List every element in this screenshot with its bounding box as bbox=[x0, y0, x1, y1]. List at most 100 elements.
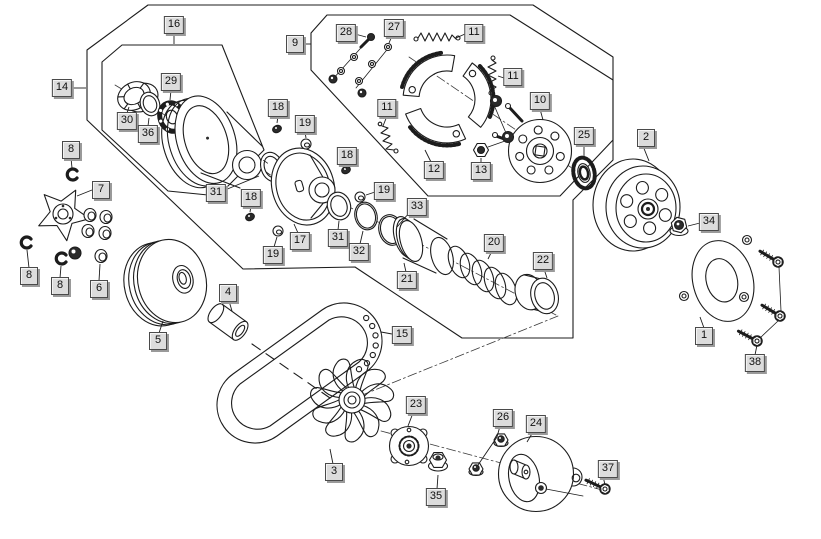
callout-6[interactable]: 6 bbox=[90, 280, 108, 298]
callout-10[interactable]: 10 bbox=[529, 92, 551, 110]
callout-11a[interactable]: 11 bbox=[377, 99, 397, 117]
part-16-crank-hub bbox=[161, 95, 263, 189]
leader-38 bbox=[754, 344, 758, 356]
callout-21[interactable]: 21 bbox=[396, 271, 418, 289]
leader-31a bbox=[224, 175, 260, 191]
part-5-drive-face bbox=[123, 238, 208, 327]
callout-3[interactable]: 3 bbox=[325, 463, 343, 481]
leader-8a bbox=[70, 157, 73, 169]
callout-12[interactable]: 12 bbox=[423, 161, 445, 179]
part-18-pins bbox=[245, 124, 351, 222]
group-outline-14 bbox=[86, 4, 614, 339]
leader-22 bbox=[543, 268, 548, 279]
callout-23[interactable]: 23 bbox=[405, 396, 427, 414]
part-6-rollers bbox=[68, 207, 113, 264]
callout-19a[interactable]: 19 bbox=[294, 115, 316, 133]
leader-8b bbox=[26, 249, 30, 269]
callout-20[interactable]: 20 bbox=[483, 234, 505, 252]
callout-38[interactable]: 38 bbox=[744, 354, 766, 372]
group-outline-16 bbox=[101, 44, 265, 197]
callout-22[interactable]: 22 bbox=[532, 252, 554, 270]
part-17-driven-pulley bbox=[270, 147, 336, 226]
callout-8c[interactable]: 8 bbox=[51, 277, 69, 295]
callout-25[interactable]: 25 bbox=[573, 127, 595, 145]
leader-31b bbox=[337, 220, 340, 231]
leader-3 bbox=[329, 448, 334, 465]
callout-8a[interactable]: 8 bbox=[62, 141, 80, 159]
callout-34[interactable]: 34 bbox=[698, 213, 720, 231]
callout-28[interactable]: 28 bbox=[335, 24, 357, 42]
part-4-spacer bbox=[207, 303, 249, 341]
callout-5[interactable]: 5 bbox=[149, 332, 167, 350]
leader-26 bbox=[477, 425, 501, 466]
callout-16[interactable]: 16 bbox=[163, 16, 185, 34]
part-19-rollers bbox=[272, 138, 366, 237]
leader-29 bbox=[169, 89, 172, 101]
leader-24 bbox=[526, 431, 534, 443]
leader-18c bbox=[249, 205, 252, 213]
group-outline-9 bbox=[310, 14, 614, 197]
part-2-clutch-bell bbox=[592, 158, 681, 252]
part-35-nut bbox=[427, 452, 449, 472]
part-25-bearing bbox=[571, 155, 597, 191]
callout-32[interactable]: 32 bbox=[348, 243, 370, 261]
part-27-28-screws bbox=[328, 32, 393, 98]
part-38-bolts bbox=[734, 245, 789, 350]
callout-14[interactable]: 14 bbox=[51, 79, 73, 97]
callout-18b[interactable]: 18 bbox=[336, 147, 358, 165]
callout-30[interactable]: 30 bbox=[116, 112, 138, 130]
callout-27[interactable]: 27 bbox=[383, 19, 405, 37]
callout-33[interactable]: 33 bbox=[406, 198, 428, 216]
leader-23 bbox=[407, 412, 414, 427]
callout-19c[interactable]: 19 bbox=[262, 246, 284, 264]
leader-1 bbox=[699, 316, 705, 329]
leader-11c bbox=[497, 75, 505, 79]
part-32-oring bbox=[354, 201, 378, 231]
leader-36 bbox=[147, 117, 150, 127]
callout-18c[interactable]: 18 bbox=[240, 189, 262, 207]
callout-18a[interactable]: 18 bbox=[267, 99, 289, 117]
callout-19b[interactable]: 19 bbox=[373, 182, 395, 200]
part-26-nuts bbox=[468, 433, 509, 477]
callout-31b[interactable]: 31 bbox=[327, 229, 349, 247]
leader-8c bbox=[59, 265, 62, 279]
callout-7[interactable]: 7 bbox=[92, 181, 110, 199]
callout-35[interactable]: 35 bbox=[425, 488, 447, 506]
leader-6 bbox=[98, 263, 101, 282]
callout-2[interactable]: 2 bbox=[637, 129, 655, 147]
part-21-movable-face bbox=[392, 216, 454, 276]
callout-29[interactable]: 29 bbox=[160, 73, 182, 91]
leader-34 bbox=[687, 222, 701, 227]
part-13-nut-bushings bbox=[472, 94, 515, 158]
leader-15 bbox=[380, 331, 393, 335]
callout-11b[interactable]: 11 bbox=[464, 24, 484, 42]
callout-36[interactable]: 36 bbox=[137, 125, 159, 143]
part-31-ring-right bbox=[326, 191, 352, 221]
callout-31a[interactable]: 31 bbox=[205, 184, 227, 202]
callout-4[interactable]: 4 bbox=[219, 284, 237, 302]
callout-8b[interactable]: 8 bbox=[20, 267, 38, 285]
callout-17[interactable]: 17 bbox=[289, 232, 311, 250]
leader-19b bbox=[365, 191, 376, 196]
part-8-clips bbox=[19, 167, 79, 266]
leader-18a bbox=[276, 115, 279, 124]
callout-13[interactable]: 13 bbox=[470, 162, 492, 180]
callout-15[interactable]: 15 bbox=[391, 326, 413, 344]
callout-1[interactable]: 1 bbox=[695, 327, 713, 345]
callout-26[interactable]: 26 bbox=[492, 409, 514, 427]
part-7-ramp-plate bbox=[38, 189, 91, 242]
callout-9[interactable]: 9 bbox=[286, 35, 304, 53]
callout-37[interactable]: 37 bbox=[597, 460, 619, 478]
leader-20 bbox=[487, 250, 493, 260]
leader-12 bbox=[424, 149, 432, 163]
leader-11b bbox=[455, 33, 466, 39]
callout-24[interactable]: 24 bbox=[525, 415, 547, 433]
part-11-springs bbox=[377, 32, 497, 154]
part-34-nut bbox=[669, 216, 689, 237]
part-23-plate bbox=[388, 425, 430, 467]
part-3-fan bbox=[309, 356, 397, 444]
callout-11c[interactable]: 11 bbox=[503, 68, 523, 86]
part-36-washer bbox=[139, 91, 161, 117]
